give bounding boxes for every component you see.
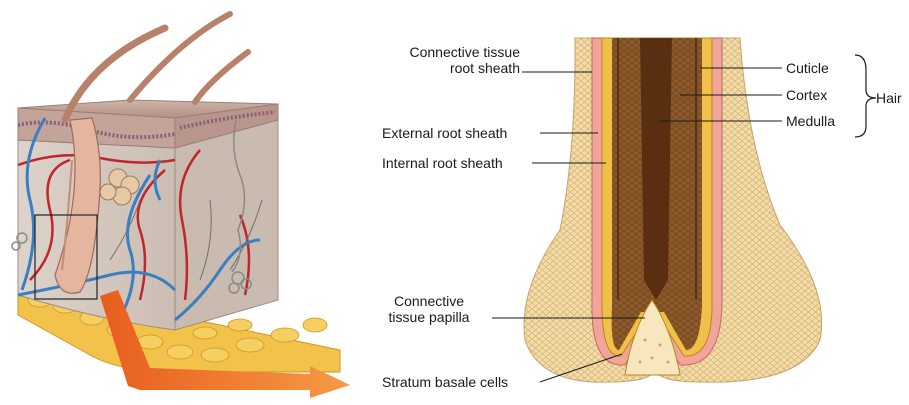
papilla-line-1: Connective	[370, 293, 488, 309]
connective-tissue-line-2: root sheath	[370, 60, 520, 76]
cortex-label: Cortex	[786, 87, 827, 103]
connective-tissue-root-sheath-label: Connective tissue root sheath	[370, 44, 520, 76]
stratum-basale-cells-label: Stratum basale cells	[382, 374, 508, 390]
connective-tissue-line-1: Connective tissue	[370, 44, 520, 60]
connective-tissue-papilla-label: Connective tissue papilla	[370, 293, 488, 325]
internal-root-sheath-label: Internal root sheath	[382, 155, 503, 171]
follicle-section	[524, 38, 822, 382]
medulla	[640, 38, 672, 300]
hair-bracket	[855, 55, 876, 137]
papilla-line-2: tissue papilla	[370, 309, 488, 325]
hair-label: Hair	[876, 90, 902, 106]
skin-block	[12, 14, 350, 398]
external-root-sheath-label: External root sheath	[382, 125, 507, 141]
cuticle-label: Cuticle	[786, 60, 829, 76]
medulla-label: Medulla	[786, 113, 835, 129]
dermis-side	[175, 120, 278, 330]
